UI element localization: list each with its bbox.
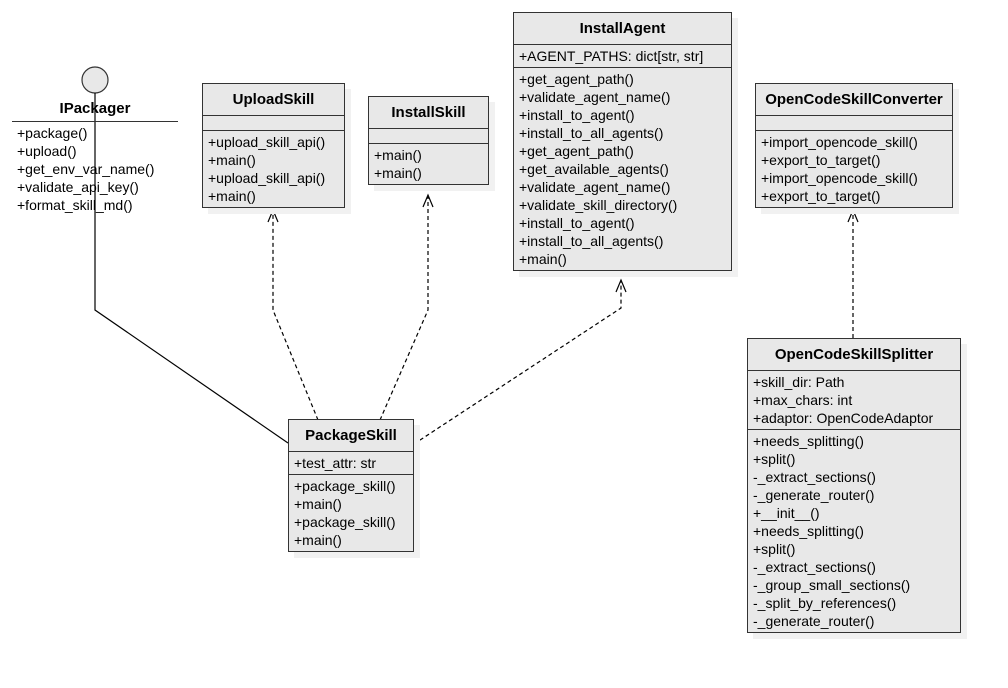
member-line: +main() [294, 532, 342, 548]
member-line: +import_opencode_skill() [761, 170, 918, 186]
dependency-line-install [379, 197, 429, 421]
member-line: +import_opencode_skill() [761, 134, 918, 150]
operations-section: +package_skill() +main() +package_skill() +… [289, 475, 413, 551]
dependency-line-agent [413, 282, 622, 445]
class-opencodeskillsplitter: OpenCodeSkillSplitter +skill_dir: Path +m… [747, 338, 961, 633]
member-line: +main() [208, 152, 256, 168]
member-line: +package() [17, 125, 88, 141]
member-line: +upload_skill_api() [208, 134, 326, 150]
class-packageskill: PackageSkill +test_attr: str +package_sk… [288, 419, 414, 552]
class-name: InstallSkill [369, 97, 488, 129]
member-line: +needs_splitting() [753, 523, 864, 539]
arrowhead-upload-icon [267, 208, 279, 223]
attributes-section [756, 116, 952, 131]
member-line: +skill_dir: Path [753, 374, 845, 390]
arrowhead-install-icon [422, 193, 434, 208]
member-line: +validate_api_key() [17, 179, 139, 195]
member-line: +split() [753, 541, 796, 557]
class-name: InstallAgent [514, 13, 731, 45]
member-line: +AGENT_PATHS: dict[str, str] [519, 48, 704, 64]
member-line: +validate_skill_directory() [519, 197, 678, 213]
class-installagent: InstallAgent +AGENT_PATHS: dict[str, str… [513, 12, 732, 271]
class-name: OpenCodeSkillConverter [756, 84, 952, 116]
member-line: -_split_by_references() [753, 595, 897, 611]
class-name: PackageSkill [289, 420, 413, 452]
member-line: +needs_splitting() [753, 433, 864, 449]
member-line: +upload() [17, 143, 77, 159]
attributes-section [369, 129, 488, 144]
member-line: +split() [753, 451, 796, 467]
member-line: +package_skill() [294, 514, 396, 530]
operations-section: +main() +main() [369, 144, 488, 184]
interface-ipackager: IPackager +package() +upload() +get_env_va… [12, 100, 178, 216]
attributes-section: +skill_dir: Path +max_chars: int +adaptor:… [748, 371, 960, 430]
interface-operations: +package() +upload() +get_env_var_name() +v… [12, 122, 178, 216]
arrowhead-agent-icon [615, 278, 627, 293]
member-line: -_group_small_sections() [753, 577, 911, 593]
interface-lollipop-icon [81, 66, 109, 94]
member-line: +main() [374, 165, 422, 181]
member-line: +max_chars: int [753, 392, 853, 408]
member-line: +get_env_var_name() [17, 161, 155, 177]
member-line: +get_available_agents() [519, 161, 669, 177]
member-line: +validate_agent_name() [519, 89, 671, 105]
member-line: +main() [294, 496, 342, 512]
arrowhead-converter-icon [847, 208, 859, 223]
operations-section: +get_agent_path() +validate_agent_name() +… [514, 68, 731, 270]
member-line: +main() [208, 188, 256, 204]
member-line: +install_to_all_agents() [519, 233, 664, 249]
class-opencodeskillconverter: OpenCodeSkillConverter +import_opencode_… [755, 83, 953, 208]
class-uploadskill: UploadSkill +upload_skill_api()+main()+u… [202, 83, 345, 208]
member-line: +export_to_target() [761, 188, 881, 204]
attributes-section [203, 116, 344, 131]
member-line: +install_to_agent() [519, 107, 635, 123]
member-line: +install_to_agent() [519, 215, 635, 231]
member-line: +get_agent_path() [519, 143, 634, 159]
interface-name: IPackager [12, 100, 178, 122]
member-line: +upload_skill_api() [208, 170, 326, 186]
attributes-section: +AGENT_PATHS: dict[str, str] [514, 45, 731, 68]
member-line: -_generate_router() [753, 613, 875, 629]
member-line: +main() [519, 251, 567, 267]
member-line: -_generate_router() [753, 487, 875, 503]
member-line: +__init__() [753, 505, 820, 521]
operations-section: +import_opencode_skill() +export_to_targe… [756, 131, 952, 207]
member-line: +export_to_target() [761, 152, 881, 168]
member-line: -_extract_sections() [753, 559, 876, 575]
member-line: +get_agent_path() [519, 71, 634, 87]
member-line: +test_attr: str [294, 455, 377, 471]
operations-section: +needs_splitting() +split() -_extract_sect… [748, 430, 960, 632]
operations-section: +upload_skill_api() +main() +upload_skill_… [203, 131, 344, 207]
class-name: UploadSkill [203, 84, 344, 116]
member-line: -_extract_sections() [753, 469, 876, 485]
realization-line [94, 93, 289, 444]
member-line: +package_skill() [294, 478, 396, 494]
member-line: +install_to_all_agents() [519, 125, 664, 141]
attributes-section: +test_attr: str [289, 452, 413, 475]
dependency-line-upload [272, 212, 319, 421]
member-line: +validate_agent_name() [519, 179, 671, 195]
member-line: +main() [374, 147, 422, 163]
class-installskill: InstallSkill +main() +main() [368, 96, 489, 185]
member-line: +format_skill_md() [17, 197, 133, 213]
class-name: OpenCodeSkillSplitter [748, 339, 960, 371]
member-line: +adaptor: OpenCodeAdaptor [753, 410, 934, 426]
